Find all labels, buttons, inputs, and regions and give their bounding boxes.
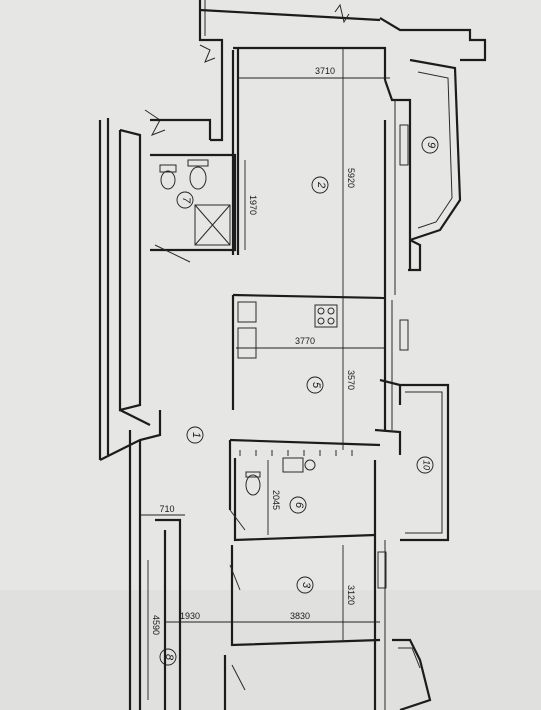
hall-partition <box>228 428 402 510</box>
dim-3830: 3830 <box>290 611 310 621</box>
room-numbers: 7 2 9 5 1 10 6 3 8 <box>159 136 439 666</box>
room-number-7: 7 <box>180 197 192 204</box>
dimension-labels: 3710 5920 1970 3770 3570 2045 710 4590 1… <box>151 66 356 635</box>
dim-1930: 1930 <box>180 611 200 621</box>
room-5-kitchen <box>231 293 402 430</box>
room-number-1: 1 <box>190 432 202 438</box>
room-number-8: 8 <box>163 654 175 661</box>
room-number-3: 3 <box>300 582 312 589</box>
room-3 <box>223 540 386 710</box>
dim-5920: 5920 <box>346 168 356 188</box>
dim-3570: 3570 <box>346 370 356 390</box>
right-wall-windows <box>377 124 422 589</box>
dim-710: 710 <box>159 504 174 514</box>
dim-3710: 3710 <box>315 66 335 76</box>
room-number-5: 5 <box>310 382 322 389</box>
bay-window-9 <box>409 58 462 242</box>
room-number-6: 6 <box>293 502 305 509</box>
dim-2045: 2045 <box>271 490 281 510</box>
room-number-10: 10 <box>422 460 432 470</box>
dim-4590: 4590 <box>151 615 161 635</box>
dim-3120: 3120 <box>346 585 356 605</box>
paper-fold-shadow <box>0 590 541 710</box>
room-7-bathroom <box>150 153 237 263</box>
room-number-9: 9 <box>425 142 437 148</box>
balcony-10 <box>400 383 450 542</box>
room-number-2: 2 <box>315 181 327 188</box>
dim-3770: 3770 <box>295 336 315 346</box>
dimension-lines <box>140 48 390 700</box>
room-6-bathroom <box>229 457 377 545</box>
room-2 <box>231 46 412 300</box>
left-corridor-walls <box>98 109 212 710</box>
top-boundary <box>198 0 487 142</box>
dim-1970: 1970 <box>248 195 258 215</box>
bay-window-bottom <box>392 638 432 710</box>
